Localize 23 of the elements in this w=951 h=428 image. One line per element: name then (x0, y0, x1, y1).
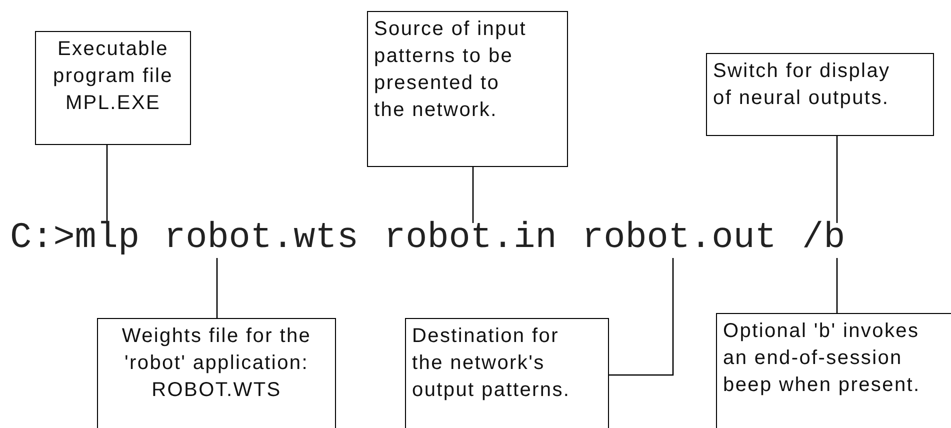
callout-text: Switch for display of neural outputs. (713, 59, 892, 111)
callout-text: Destination for the network's output patterns. (412, 324, 572, 403)
callout-text: Weights file for the 'robot' application: ROBOT.WTS (120, 324, 312, 403)
command-argument: C:>mlp (10, 221, 140, 255)
callout-text: Optional 'b' invokes an end-of-session beep when present. (723, 319, 922, 398)
callout-box (716, 313, 951, 428)
leader-line (472, 167, 474, 223)
leader-line (836, 136, 838, 223)
callout-box (367, 11, 568, 167)
leader-line (836, 258, 838, 313)
command-argument: robot.in (384, 221, 557, 255)
command-argument: robot.wts (164, 221, 358, 255)
callout-box (706, 53, 934, 136)
leader-line (216, 258, 218, 318)
callout-box (97, 318, 336, 428)
callout-box (405, 318, 609, 428)
leader-line (609, 258, 674, 376)
command-argument: robot.out (582, 221, 776, 255)
callout-text: Executable program file MPL.EXE (52, 37, 174, 116)
callout-box (35, 31, 191, 145)
leader-line (106, 145, 108, 223)
callout-text: Source of input patterns to be presented to the network. (374, 17, 528, 123)
command-argument: /b (802, 221, 846, 255)
